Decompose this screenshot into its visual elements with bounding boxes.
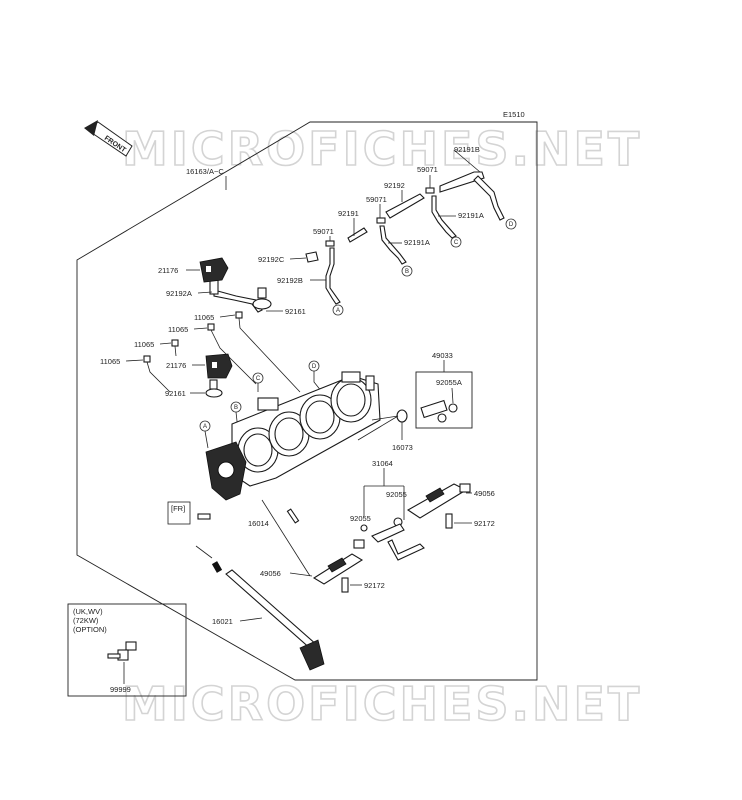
- svg-text:A: A: [336, 308, 340, 314]
- option-note-2: (72KW): [73, 616, 99, 625]
- diagram-ref: E1510: [503, 110, 525, 119]
- part-49056-b: 49056: [260, 569, 281, 578]
- part-92161-a: 92161: [285, 307, 306, 316]
- part-16163: 16163/A~C: [186, 167, 224, 176]
- part-49056-a: 49056: [474, 489, 495, 498]
- part-16073: 16073: [392, 443, 413, 452]
- part-59071-a: 59071: [417, 165, 438, 174]
- bolt-99999: [107, 641, 137, 661]
- part-11065-a: 11065: [194, 313, 214, 322]
- part-92055-1: 92055: [386, 490, 407, 499]
- part-11065-d: 11065: [100, 357, 120, 366]
- part-92192c: 92192C: [258, 255, 285, 264]
- part-92192: 92192: [384, 181, 405, 190]
- fr-box: [FR]: [167, 501, 211, 525]
- svg-text:C: C: [454, 240, 459, 246]
- callout-b-top: B: [401, 265, 413, 277]
- screws-11065: [143, 311, 301, 393]
- part-92055-2: 92055: [350, 514, 371, 523]
- svg-text:C: C: [256, 376, 261, 382]
- sensor-21176-mid: [205, 353, 233, 398]
- callout-d-top: D: [505, 218, 517, 230]
- part-92191b: 92191B: [454, 145, 480, 154]
- part-92191a-1: 92191A: [458, 211, 484, 220]
- fuel-pipe-31064: [360, 517, 425, 561]
- fitting-16073: [357, 409, 408, 441]
- assembly-frame: [76, 121, 538, 681]
- sensor-21176-top: [199, 257, 229, 283]
- option-note-1: (UK,WV): [73, 607, 103, 616]
- part-31064: 31064: [372, 459, 393, 468]
- svg-text:A: A: [203, 424, 207, 430]
- callout-b-body: B: [230, 401, 242, 413]
- part-92191: 92191: [338, 209, 359, 218]
- part-92161-b: 92161: [165, 389, 186, 398]
- callout-a-top: A: [332, 304, 344, 316]
- part-59071-b: 59071: [366, 195, 387, 204]
- part-59071-c: 59071: [313, 227, 334, 236]
- watermark-top: MICROFICHES.NET: [122, 122, 642, 176]
- watermark-bottom: MICROFICHES.NET: [122, 677, 642, 731]
- callout-c-top: C: [450, 236, 462, 248]
- part-92172-a: 92172: [474, 519, 495, 528]
- svg-text:B: B: [405, 269, 409, 275]
- cable-16021: [211, 561, 325, 671]
- part-21176-a: 21176: [158, 266, 178, 275]
- fuel-rail-49056-upper: [406, 483, 471, 529]
- svg-text:D: D: [312, 364, 317, 370]
- part-21176-b: 21176: [166, 361, 186, 370]
- part-49033: 49033: [432, 351, 453, 360]
- part-92172-b: 92172: [364, 581, 385, 590]
- cable-16014: [261, 499, 311, 577]
- part-92192b: 92192B: [277, 276, 303, 285]
- part-92055a: 92055A: [436, 378, 462, 387]
- part-16014: 16014: [248, 519, 269, 528]
- front-arrow-icon: FRONT: [84, 120, 133, 157]
- part-92191a-2: 92191A: [404, 238, 430, 247]
- option-box: [67, 603, 187, 697]
- fitting-92161-top: [252, 287, 272, 310]
- callout-d-body: D: [308, 360, 320, 372]
- throttle-body: [205, 371, 381, 501]
- part-11065-c: 11065: [134, 340, 154, 349]
- fuel-rail-49056-lower: [312, 539, 365, 593]
- vacuum-hose-set: [209, 171, 505, 313]
- part-11065-b: 11065: [168, 325, 188, 334]
- part-92192a: 92192A: [166, 289, 192, 298]
- callout-a-body: A: [199, 420, 211, 432]
- svg-text:B: B: [234, 405, 238, 411]
- part-99999: 99999: [110, 685, 131, 694]
- svg-text:[FR]: [FR]: [171, 504, 185, 513]
- injector-49033: [420, 387, 458, 423]
- callout-c-body: C: [252, 372, 264, 384]
- option-note-3: (OPTION): [73, 625, 107, 634]
- svg-text:D: D: [509, 222, 514, 228]
- part-16021: 16021: [212, 617, 233, 626]
